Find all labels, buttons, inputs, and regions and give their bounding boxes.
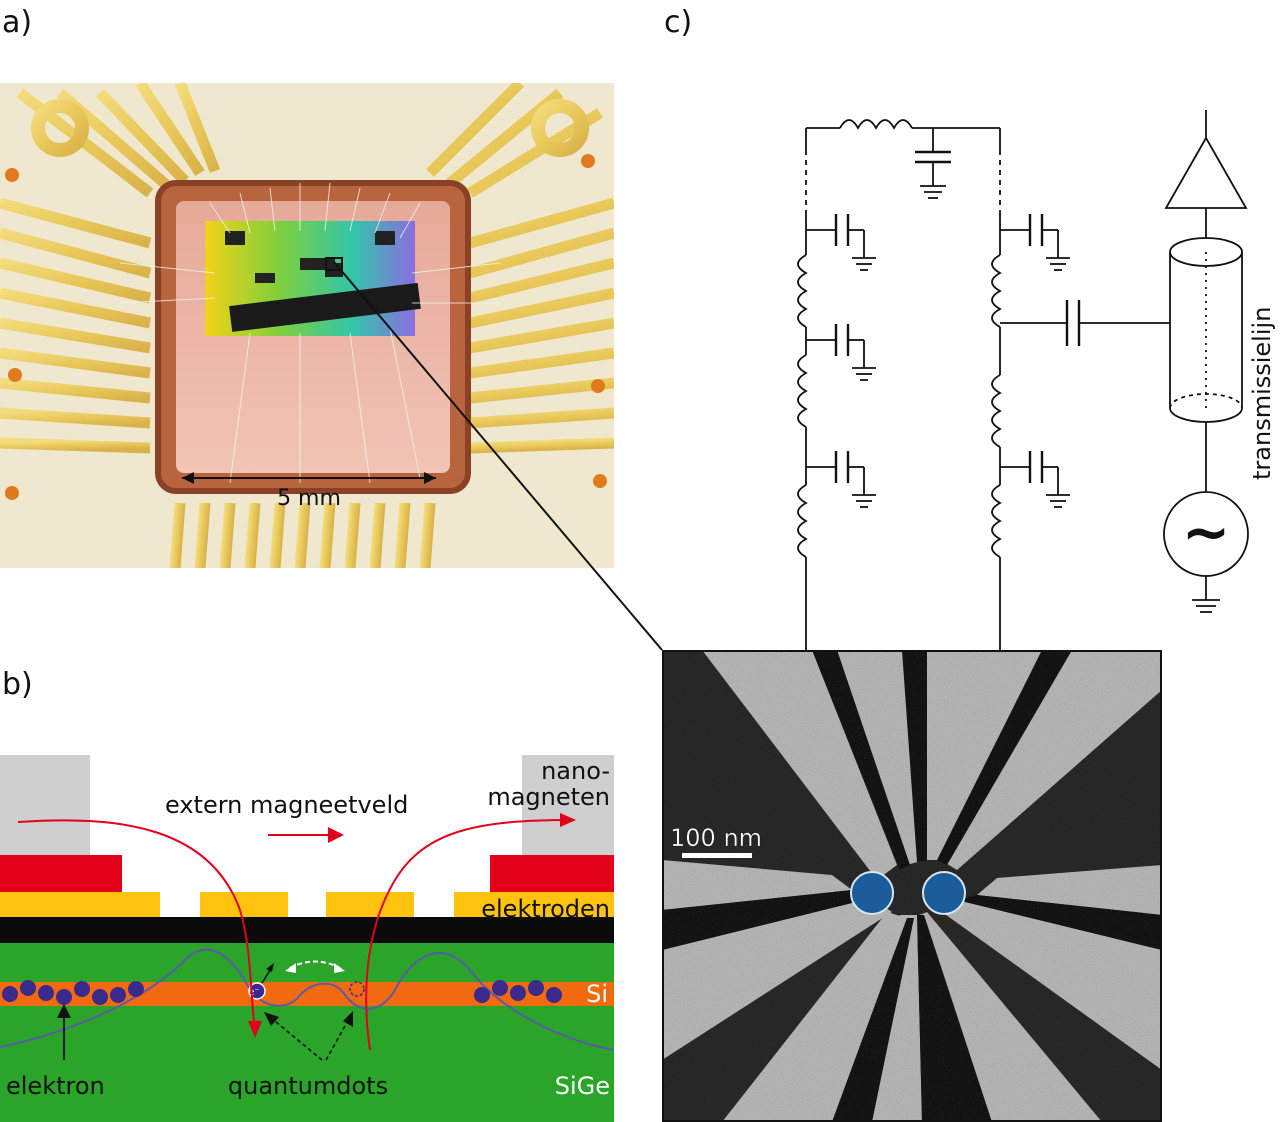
bond-wires (119, 182, 501, 484)
electron-reservoir-right (474, 980, 562, 1003)
si-label: Si (586, 980, 608, 1008)
nanomagnet-right (522, 755, 614, 855)
panel-label-a: a) (2, 5, 33, 40)
sige-layer (0, 943, 614, 1122)
quantum-dot-left (850, 871, 894, 915)
panel-label-b: b) (2, 667, 33, 702)
transmission-line-label: transmissielijn (1248, 307, 1276, 480)
via-dots (5, 154, 607, 500)
field-label: extern magneetveld (165, 791, 408, 819)
gate-capacitors-left (806, 214, 876, 508)
chip-photo: 5 mm (0, 83, 614, 568)
electron-reservoir-left (2, 980, 144, 1005)
gate-electrodes (662, 650, 1162, 1122)
nanomagnets-label-2: magneten (487, 783, 610, 811)
electrodes-label: elektroden (481, 895, 610, 923)
quantumdots-label: quantumdots (228, 1072, 388, 1100)
ac-source-symbol: ~ (1182, 498, 1231, 566)
circuit-schematic: ~ transmissielijn (797, 110, 1276, 652)
sem-scale-bar (682, 853, 752, 858)
red-layer-left (0, 855, 122, 892)
field-line-left (17, 819, 256, 1031)
quantum-dot-right (922, 871, 966, 915)
red-layer-right (490, 855, 614, 892)
oxide-layer (0, 917, 614, 943)
gate-capacitors-right (1000, 214, 1070, 508)
scale-label-5mm: 5 mm (277, 486, 341, 511)
electrodes (0, 892, 614, 917)
sige-label: SiGe (555, 1072, 610, 1100)
electron-in-dot (248, 982, 266, 1000)
electron-symbol: e⁻ (248, 987, 259, 998)
potential-curve (0, 948, 614, 1051)
gold-traces (0, 83, 614, 568)
panel-label-c: c) (664, 5, 693, 40)
electron-label: elektron (6, 1072, 105, 1100)
field-line-right (365, 819, 571, 1051)
top-inductor (839, 119, 913, 130)
sem-image: 100 nm (662, 650, 1162, 1122)
sem-scale-label: 100 nm (670, 824, 762, 852)
nanomagnet-left (0, 755, 90, 855)
nanomagnets-label-1: nano- (541, 757, 610, 785)
cross-section-diagram: e⁻ extern magneetveld nano- magneten ele… (0, 755, 614, 1122)
empty-dot (349, 981, 365, 997)
